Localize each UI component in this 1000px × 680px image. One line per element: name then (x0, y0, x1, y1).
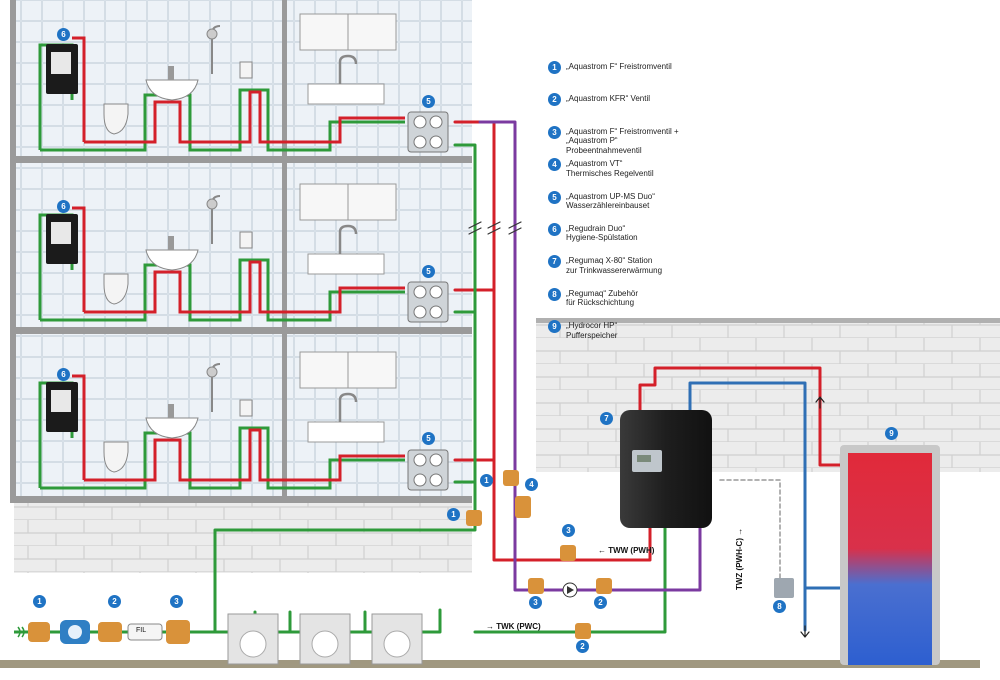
ground-floor (0, 660, 980, 668)
legend-number: 1 (548, 61, 561, 74)
item-badge-3: 3 (529, 596, 542, 609)
label-fil: FIL (136, 627, 147, 634)
legend-line: „Regumaq“ Zubehör (566, 288, 639, 298)
item-badge-2: 2 (576, 640, 589, 653)
hot-water-pipe (72, 36, 405, 144)
legend-line: Thermisches Regelventil (566, 168, 654, 178)
item-badge-6: 6 (57, 200, 70, 213)
legend-line: „Aquastrom F“ Freistromventil (566, 62, 672, 71)
return-stratification-icon (774, 578, 794, 598)
floor-slab (10, 327, 472, 334)
legend-number: 7 (548, 255, 561, 269)
legend-number: 3 (548, 125, 561, 139)
floor-slab (10, 496, 472, 503)
legend-item: 9 „Hydrocor HP“Pufferspeicher (548, 320, 738, 353)
item-badge-8: 8 (773, 600, 786, 613)
item-badge-3: 3 (562, 524, 575, 537)
legend-line: „Regumaq X-80“ Station (566, 256, 653, 266)
legend-line: „Aquastrom KFR“ Ventil (566, 94, 651, 104)
legend-line: „Hydrocor HP“ (566, 321, 618, 331)
item-badge-1: 1 (480, 474, 493, 487)
legend-line: „Regudrain Duo“ (566, 223, 626, 233)
item-badge-6: 6 (57, 368, 70, 381)
item-badge-7: 7 (600, 412, 613, 425)
filter-icon (127, 623, 163, 641)
legend-line: „Aquastrom VT“ (566, 159, 623, 169)
meter-set-icon (407, 281, 449, 323)
legend-line: für Rückschichtung (566, 298, 635, 308)
kitchen-sink-icon (307, 253, 385, 275)
legend-line: zur Trinkwassererwärmung (566, 265, 663, 275)
buffer-tank (774, 445, 940, 665)
valve-icon (166, 620, 190, 644)
item-badge-6: 6 (57, 28, 70, 41)
legend: 1 „Aquastrom F“ Freistromventil 2 „Aquas… (548, 61, 738, 354)
item-badge-5: 5 (422, 265, 435, 278)
item-badge-1: 1 (447, 508, 460, 521)
sink-icon (145, 417, 199, 439)
item-badge-9: 9 (885, 427, 898, 440)
washing-machines (227, 613, 423, 665)
legend-line: „Aquastrom F“ Freistromventil + (566, 126, 679, 136)
legend-number: 8 (548, 287, 561, 301)
floor (38, 183, 449, 323)
meter-set-icon (407, 111, 449, 153)
toilet-icon (103, 273, 129, 305)
hot-water-pipe (72, 374, 405, 482)
meter-set-icon (407, 449, 449, 491)
riser-valves (466, 470, 612, 639)
label-twz: TWZ (PWH-C) → (735, 527, 744, 590)
legend-line: „Aquastrom UP-MS Duo“ (566, 191, 655, 201)
legend-number: 2 (548, 93, 561, 107)
item-badge-2: 2 (108, 595, 121, 608)
legend-item: 6 „Regudrain Duo“Hygiene-Spülstation (548, 222, 738, 256)
floor-slab (10, 156, 472, 163)
legend-number: 4 (548, 158, 561, 172)
legend-item: 3 „Aquastrom F“ Freistromventil +„Aquast… (548, 125, 738, 159)
floor (38, 13, 449, 153)
building (0, 0, 980, 668)
legend-line: Wasserzählereinbauset (566, 201, 650, 211)
item-badge-3: 3 (170, 595, 183, 608)
sink-icon (145, 249, 199, 271)
legend-item: 5 „Aquastrom UP-MS Duo“Wasserzählereinba… (548, 190, 738, 224)
label-tww: ← TWW (PWH) (598, 546, 655, 555)
item-badge-4: 4 (525, 478, 538, 491)
legend-item: 4 „Aquastrom VT“Thermisches Regelventil (548, 158, 738, 191)
kitchen-sink-icon (307, 421, 385, 443)
legend-line: „Aquastrom P“ (566, 136, 618, 146)
item-badge-5: 5 (422, 432, 435, 445)
legend-line: Hygiene-Spülstation (566, 233, 638, 243)
legend-number: 6 (548, 222, 561, 236)
kitchen-sink-icon (307, 83, 385, 105)
house-connection (14, 620, 190, 644)
valve-icon (28, 622, 50, 642)
label-twk: → TWK (PWC) (486, 622, 541, 631)
sink-icon (145, 79, 199, 101)
legend-line: Probeentnahmeventil (566, 145, 642, 155)
item-badge-5: 5 (422, 95, 435, 108)
floor (38, 351, 449, 491)
toilet-icon (103, 441, 129, 473)
legend-number: 9 (548, 320, 561, 334)
legend-item: 1 „Aquastrom F“ Freistromventil (548, 61, 738, 94)
hot-water-pipe (72, 206, 405, 314)
basement-wall (14, 503, 472, 573)
legend-line: Pufferspeicher (566, 330, 618, 340)
item-badge-1: 1 (33, 595, 46, 608)
legend-item: 2 „Aquastrom KFR“ Ventil (548, 93, 738, 126)
item-badge-2: 2 (594, 596, 607, 609)
regumaq-station (620, 410, 712, 528)
legend-number: 5 (548, 190, 561, 204)
toilet-icon (103, 103, 129, 135)
valve-icon (98, 622, 122, 642)
